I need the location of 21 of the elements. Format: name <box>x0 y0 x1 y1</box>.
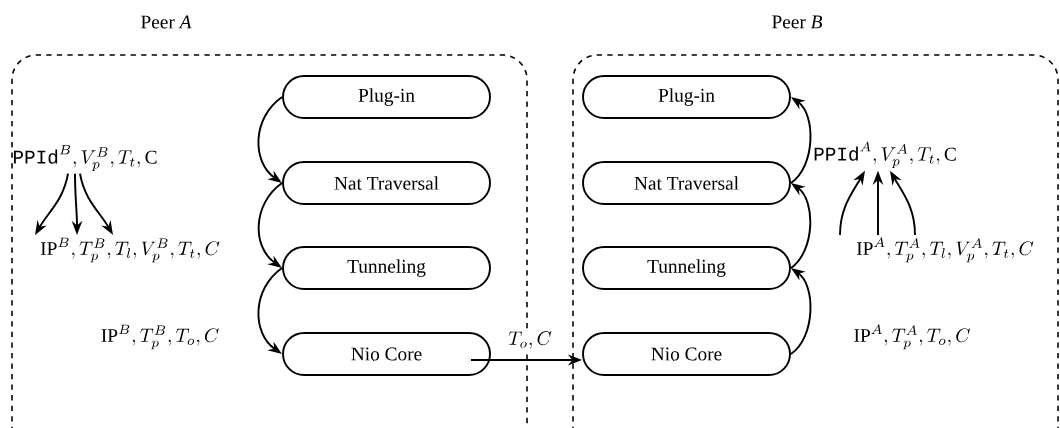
arrow <box>257 267 283 354</box>
arrow <box>790 97 812 184</box>
edge-label: $\mathrm{IP}^{B},T_p^{B},T_o,C$ <box>99 323 221 352</box>
arrow <box>257 96 283 183</box>
layer-box: Tunneling <box>282 246 491 290</box>
layer-box: Nat Traversal <box>582 161 791 205</box>
edge-label: $\mathrm{IP}^{A},T_p^{A},T_o,C$ <box>851 323 973 352</box>
arrow <box>790 268 812 355</box>
message-text: $\texttt{PPId}^{A},V_p^{A},T_t,\mathrm{C}$ <box>814 141 956 168</box>
arrow <box>257 182 283 268</box>
layer-box: Plug-in <box>282 75 491 119</box>
message-text: $\texttt{PPId}^{B},V_p^{B},T_t,\mathrm{C}$ <box>14 145 157 171</box>
message-text: $\mathrm{IP}^{A},T_p^{A},T_l,V_p^{A},T_t,C$ <box>856 237 1034 263</box>
layer-box: Nio Core <box>582 332 791 376</box>
layer-box: Tunneling <box>582 246 791 290</box>
edge-label: $T_o,C$ <box>506 329 554 351</box>
layer-box: Nio Core <box>282 332 491 376</box>
message-text: $\mathrm{IP}^{B},T_p^{B},T_l,V_p^{B},T_t,C$ <box>40 237 220 263</box>
layer-box: Plug-in <box>582 75 791 119</box>
layer-box: Nat Traversal <box>282 161 491 205</box>
arrow <box>790 183 812 269</box>
